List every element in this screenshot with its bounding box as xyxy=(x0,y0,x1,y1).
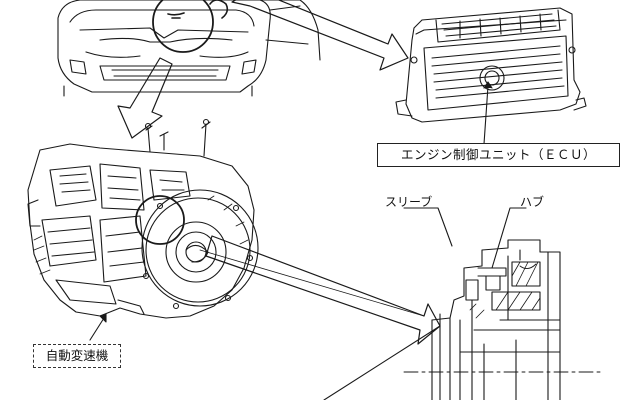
hub-label: ハブ xyxy=(520,195,545,209)
cross-section-drawing xyxy=(403,207,601,400)
ecu-label: エンジン制御ユニット（ＥＣＵ） xyxy=(377,143,620,167)
arrow-bottom-leader xyxy=(323,325,441,400)
car-drawing xyxy=(57,0,321,97)
arrow-car-to-ecu xyxy=(231,0,409,71)
ecu-leader-line xyxy=(483,85,489,145)
sleeve-label: スリーブ xyxy=(385,195,433,209)
transmission-highlight-circle xyxy=(135,195,185,245)
arrow-transmission-to-section xyxy=(205,235,441,345)
transmission-drawing xyxy=(27,118,259,341)
arrow-car-to-transmission xyxy=(117,57,173,139)
transmission-label: 自動変速機 xyxy=(33,344,121,368)
car-highlight-circle xyxy=(152,0,214,53)
ecu-drawing xyxy=(395,7,587,123)
